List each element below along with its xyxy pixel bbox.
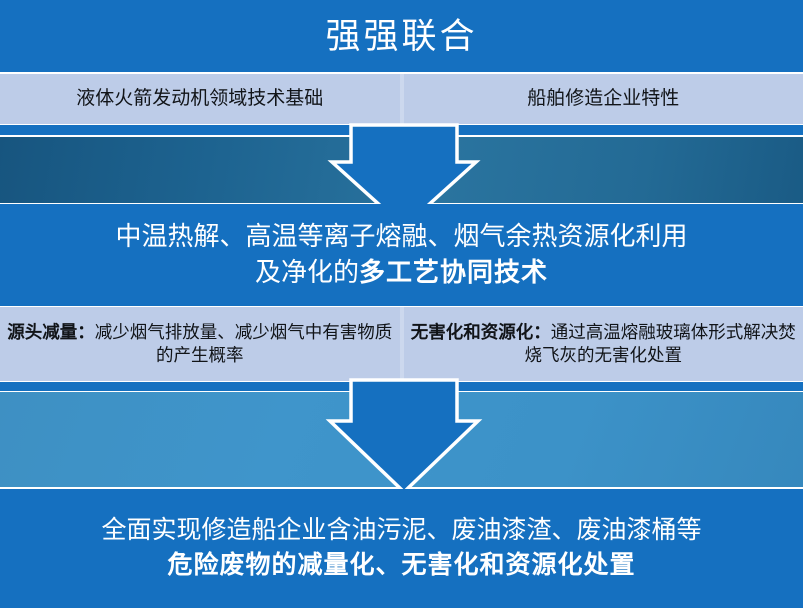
benefit-right-keyword: 无害化和资源化： xyxy=(410,321,551,342)
outcome-line-1: 全面实现修造船企业含油污泥、废油漆渣、废油漆桶等 xyxy=(101,517,702,544)
arrow-band-upper xyxy=(0,123,803,230)
benefit-right-harmless-resource: 无害化和资源化：通过高温熔融玻璃体形式解决焚烧飞灰的无害化处置 xyxy=(404,321,803,367)
core-tech-line-2-emphasis: 多工艺协同技术 xyxy=(359,258,549,287)
column-divider xyxy=(399,74,404,124)
core-tech-line-1: 中温热解、高温等离子熔融、烟气余热资源化利用 xyxy=(115,222,688,252)
benefit-right-text: 通过高温熔融玻璃体形式解决焚烧飞灰的无害化处置 xyxy=(524,321,796,365)
connector-strip-bottom xyxy=(0,382,803,391)
connector-strip-top xyxy=(0,125,803,135)
input-right-shipyard-traits: 船舶修造企业特性 xyxy=(527,87,680,109)
input-left-technology-base: 液体火箭发动机领域技术基础 xyxy=(76,87,324,109)
title-band: 强强联合 xyxy=(0,0,803,72)
outcome-band: 全面实现修造船企业含油污泥、废油漆渣、废油漆桶等 危险废物的减量化、无害化和资源… xyxy=(0,489,803,608)
arrow-band-lower xyxy=(0,378,803,495)
down-arrow-icon xyxy=(325,378,483,495)
inputs-row: 液体火箭发动机领域技术基础 船舶修造企业特性 xyxy=(0,74,803,124)
page-title: 强强联合 xyxy=(325,16,478,56)
core-tech-line-2-prefix: 及净化的 xyxy=(254,258,359,287)
outcome-line-2: 危险废物的减量化、无害化和资源化处置 xyxy=(167,551,636,579)
benefits-row: 源头减量：减少烟气排放量、减少烟气中有害物质的产生概率 无害化和资源化：通过高温… xyxy=(0,307,803,381)
benefit-left-text: 减少烟气排放量、减少烟气中有害物质的产生概率 xyxy=(94,321,393,365)
core-tech-line-2: 及净化的多工艺协同技术 xyxy=(255,255,548,291)
column-divider xyxy=(399,307,404,381)
core-technology-band: 中温热解、高温等离子熔融、烟气余热资源化利用 及净化的多工艺协同技术 xyxy=(0,204,803,306)
benefit-left-keyword: 源头减量： xyxy=(7,321,95,342)
benefit-left-source-reduction: 源头减量：减少烟气排放量、减少烟气中有害物质的产生概率 xyxy=(0,321,400,367)
down-arrow-icon xyxy=(327,123,481,230)
